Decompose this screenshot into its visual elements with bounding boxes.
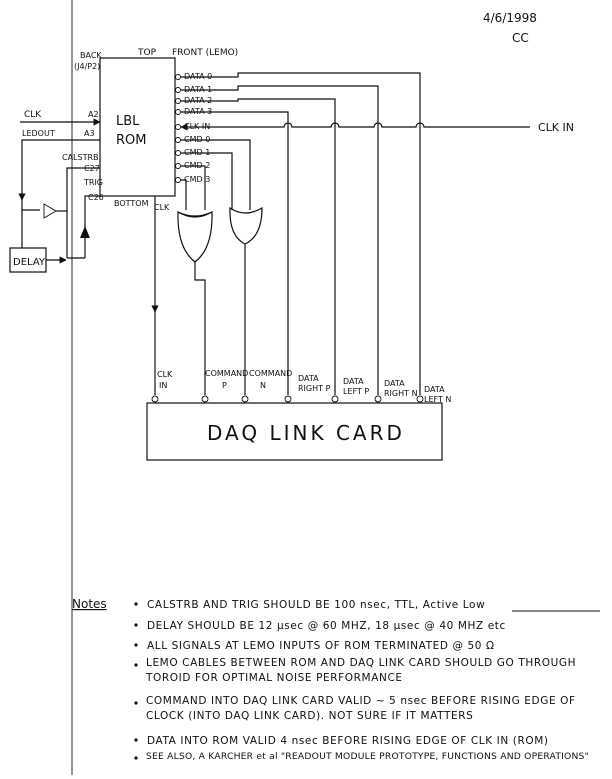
note-6: DATA INTO ROM VALID 4 nsec BEFORE RISING… [147,735,549,747]
pin-cmd2 [175,163,181,169]
wire-cmd0 [181,139,251,210]
wire-cmd2 [181,165,206,210]
pin-data2 [175,98,181,104]
note-7: SEE ALSO, A KARCHER et al "READOUT MODUL… [146,751,590,762]
daq-pin-data-right-p [284,395,292,403]
pin-cmd0 [175,137,181,143]
note-3: ALL SIGNALS AT LEMO INPUTS OF ROM TERMIN… [147,640,495,652]
wire-ledout [18,139,100,201]
date-label: 4/6/1998 [483,11,537,25]
wire-cmd1 [181,152,233,210]
rom-bottom-label: BOTTOM [114,199,149,208]
rom-clk-bottom-label: CLK [154,203,170,212]
daq-card-title: DAQ LINK CARD [207,421,405,445]
gate-left [177,210,213,263]
wire-data3 [181,111,289,395]
daq-pin-clk-in [151,395,159,403]
wire-delay-in [21,200,40,211]
wire-trig [84,195,100,258]
gate-right [229,206,263,245]
daq-label-data-right-p-1: DATA [298,374,319,383]
wire-command-p [194,262,206,395]
daq-pin-data-left-n [416,395,424,403]
daq-label-clk-in-1: CLK [157,370,173,379]
note-bullet [134,738,138,742]
daq-label-command-n-2: N [260,381,266,390]
back-pin-a3: A3 [84,129,95,138]
daq-label-command-n-1: COMMAND [249,369,292,378]
note-4-wrap: LEMO CABLES BETWEEN ROM AND DAQ LINK CAR… [146,657,577,684]
delay-label: DELAY [13,257,46,268]
wire-data2 [181,98,336,395]
back-pin-a2: A2 [88,110,99,119]
rom-name-line1: LBL [116,114,140,129]
daq-label-data-right-p-2: RIGHT P [298,384,331,393]
wire-data0 [181,72,421,395]
daq-label-clk-in-2: IN [159,381,167,390]
note-7-wrap: SEE ALSO, A KARCHER et al "READOUT MODUL… [146,751,590,762]
note-bullet [134,756,138,760]
pin-label-cmd3: CMD 3 [184,175,210,184]
rom-front-label: FRONT (LEMO) [172,48,238,58]
note-bullet [134,602,138,606]
note-1: CALSTRB AND TRIG SHOULD BE 100 nsec, TTL… [147,599,485,611]
daq-label-data-left-p-1: DATA [343,377,364,386]
daq-label-data-left-n-1: DATA [424,385,445,394]
wire-calstrb [66,167,100,258]
daq-card-box [146,402,443,461]
front-pins [175,74,181,183]
daq-pin-command-n [241,395,249,403]
note-bullet [134,663,138,667]
rom-name-line2: ROM [116,133,146,148]
initials-label: CC [512,31,529,45]
daq-pin-data-left-p [331,395,339,403]
pin-data3 [175,109,181,115]
daq-pin-data-right-n [374,395,382,403]
daq-label-data-right-n-1: DATA [384,379,405,388]
daq-pins [151,395,424,403]
note-4: LEMO CABLES BETWEEN ROM AND DAQ LINK CAR… [146,657,577,684]
cmd-wires [181,139,251,210]
daq-label-command-p-1: COMMAND [205,369,248,378]
back-pin-c26: C26 [88,193,104,202]
daq-label-data-left-p-2: LEFT P [343,387,369,396]
notes-list: CALSTRB AND TRIG SHOULD BE 100 nsec, TTL… [134,599,600,762]
trig-arrow [80,226,90,238]
pin-cmd3 [175,177,181,183]
notes-heading: Notes [72,597,107,611]
gate-left-back [177,211,213,217]
note-5-wrap: COMMAND INTO DAQ LINK CARD VALID ~ 5 nse… [146,695,576,722]
note-5: COMMAND INTO DAQ LINK CARD VALID ~ 5 nse… [146,695,576,722]
daq-pin-command-p [201,395,209,403]
note-2: DELAY SHOULD BE 12 μsec @ 60 MHZ, 18 μse… [147,620,506,632]
note-bullet [134,643,138,647]
daq-label-data-right-n-2: RIGHT N [384,389,418,398]
note-bullet [134,701,138,705]
daq-label-data-left-n-2: LEFT N [424,395,451,404]
pin-data1 [175,87,181,93]
trig-label: TRIG [83,178,103,187]
wire-data1 [181,85,379,395]
buffer-icon [43,203,57,219]
daq-label-command-p-2: P [222,381,227,390]
clk-in-source-label: CLK IN [538,121,574,134]
pin-clk-in [175,124,181,130]
pin-data0 [175,74,181,80]
rom-back-label-1: BACK [80,51,102,60]
pin-cmd1 [175,150,181,156]
wire-clk-in [180,122,530,131]
rom-top-label: TOP [137,48,157,58]
ledout-label: LEDOUT [22,129,55,138]
note-bullet [134,623,138,627]
clk-label: CLK [24,110,42,120]
data-wires [181,72,421,395]
rom-box [99,57,176,197]
calstrb-label: CALSTRB [62,153,99,162]
wire-cmd3 [181,179,187,210]
rom-back-label-2: (J4/P2) [74,62,100,71]
